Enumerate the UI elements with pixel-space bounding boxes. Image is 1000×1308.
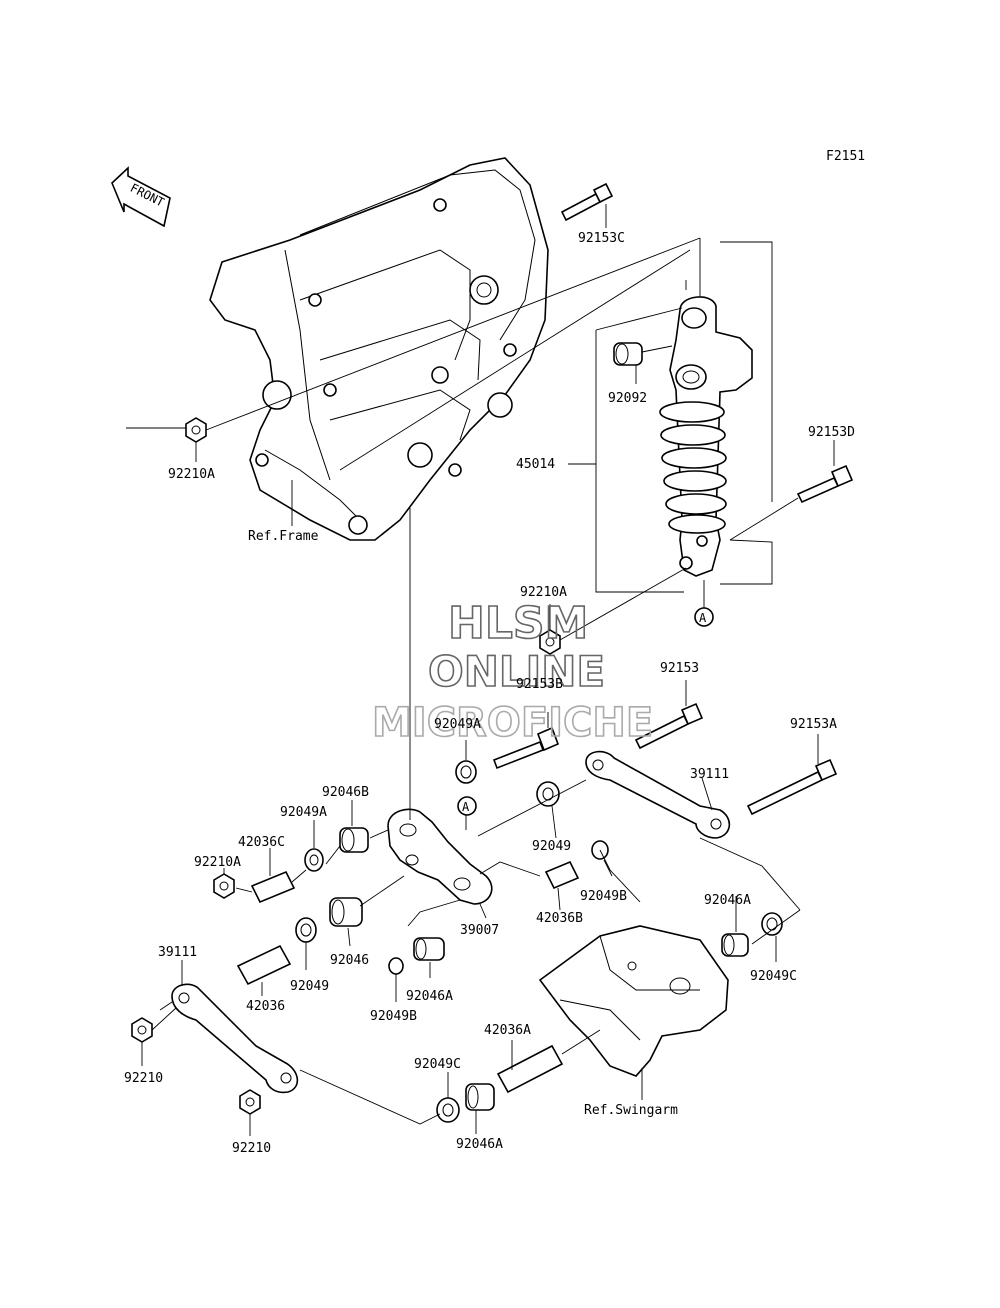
label-92153: 92153 — [660, 661, 699, 676]
label-42036b: 42036B — [536, 911, 583, 926]
label-92153c: 92153C — [578, 231, 625, 246]
collar-42036-icon — [236, 944, 292, 986]
label-92153b: 92153B — [516, 677, 563, 692]
callout-a-lower: A — [457, 796, 477, 816]
label-92153a: 92153A — [790, 717, 837, 732]
washer-92049-b-icon — [295, 917, 317, 943]
label-92046: 92046 — [330, 953, 369, 968]
watermark-line1: HLSM — [448, 598, 588, 649]
label-92049c-b: 92049C — [414, 1057, 461, 1072]
shock-absorber-45014-icon — [659, 296, 753, 577]
label-42036a: 42036A — [484, 1023, 531, 1038]
callout-a-upper-text: A — [699, 611, 707, 625]
collar-42036c-icon — [250, 870, 296, 904]
label-92049a-a: 92049A — [434, 717, 481, 732]
collar-42036b-icon — [544, 860, 580, 890]
watermark-line3: MICROFICHE — [372, 700, 653, 746]
label-92046a-a: 92046A — [704, 893, 751, 908]
bolt-92153c-icon — [560, 182, 614, 222]
bolt-92153a-icon — [746, 758, 838, 816]
washer-92049-icon — [536, 781, 560, 807]
bearing-92046a-b-icon — [721, 933, 749, 957]
label-ref-swingarm: Ref.Swingarm — [584, 1103, 678, 1118]
washer-92049c-b-icon — [436, 1097, 460, 1123]
figure-code: F2151 — [826, 149, 865, 164]
label-92210a-top: 92210A — [168, 467, 215, 482]
bearing-92046a-c-icon — [465, 1083, 495, 1111]
label-39111-left: 39111 — [158, 945, 197, 960]
bolt-92153b-icon — [492, 726, 560, 770]
label-42036c: 42036C — [238, 835, 285, 850]
label-92046a-c: 92046A — [456, 1137, 503, 1152]
label-92049: 92049 — [532, 839, 571, 854]
callout-a-upper: A — [694, 607, 714, 627]
nut-92210-a-icon — [131, 1017, 153, 1043]
label-92049-b: 92049 — [290, 979, 329, 994]
watermark-line2: ONLINE — [428, 647, 605, 696]
collar-42036a-icon — [496, 1044, 564, 1094]
label-92210-a: 92210 — [124, 1071, 163, 1086]
swingarm-drawing — [538, 925, 729, 1077]
bearing-92046b-icon — [339, 827, 369, 853]
watermark: HLSM ONLINE MICROFICHE — [371, 597, 654, 747]
label-92049a-b: 92049A — [280, 805, 327, 820]
bolt-92153-icon — [634, 702, 704, 750]
callout-a-lower-text: A — [462, 800, 470, 814]
label-42036: 42036 — [246, 999, 285, 1014]
part-labels: 92153C 92092 45014 92153D 92210A Ref.Fra… — [124, 231, 855, 1156]
bushing-92092-icon — [613, 342, 643, 366]
label-92210a-left: 92210A — [194, 855, 241, 870]
washer-92049a-a-icon — [455, 760, 477, 784]
nut-92210a-left-icon — [213, 873, 235, 899]
front-arrow-icon: FRONT — [111, 166, 171, 228]
leader-lines — [126, 204, 835, 1136]
nut-92210-b-icon — [239, 1089, 261, 1115]
washer-92049a-b-icon — [304, 848, 324, 872]
label-39111-right: 39111 — [690, 767, 729, 782]
label-92049c-a: 92049C — [750, 969, 797, 984]
washer-92049c-a-icon — [761, 912, 783, 936]
washer-92049b-b-icon — [388, 957, 404, 975]
label-92153d: 92153D — [808, 425, 855, 440]
nut-92210a-top-icon — [185, 417, 207, 443]
label-39007: 39007 — [460, 923, 499, 938]
label-92092: 92092 — [608, 391, 647, 406]
label-92210a-mid: 92210A — [520, 585, 567, 600]
rocker-arm-39007-icon — [387, 808, 493, 905]
tie-rod-39111-right-icon — [585, 750, 731, 839]
label-92046b: 92046B — [322, 785, 369, 800]
label-92046a-b: 92046A — [406, 989, 453, 1004]
bearing-92046a-a-icon — [413, 937, 445, 961]
label-45014: 45014 — [516, 457, 555, 472]
label-92049b-b: 92049B — [370, 1009, 417, 1024]
bearing-92046-icon — [329, 897, 363, 927]
frame-drawing — [209, 157, 549, 541]
label-92210-b: 92210 — [232, 1141, 271, 1156]
bolt-92153d-icon — [796, 464, 854, 504]
tie-rod-39111-left-icon — [171, 983, 299, 1094]
label-ref-frame: Ref.Frame — [248, 529, 319, 544]
label-92049b-a: 92049B — [580, 889, 627, 904]
